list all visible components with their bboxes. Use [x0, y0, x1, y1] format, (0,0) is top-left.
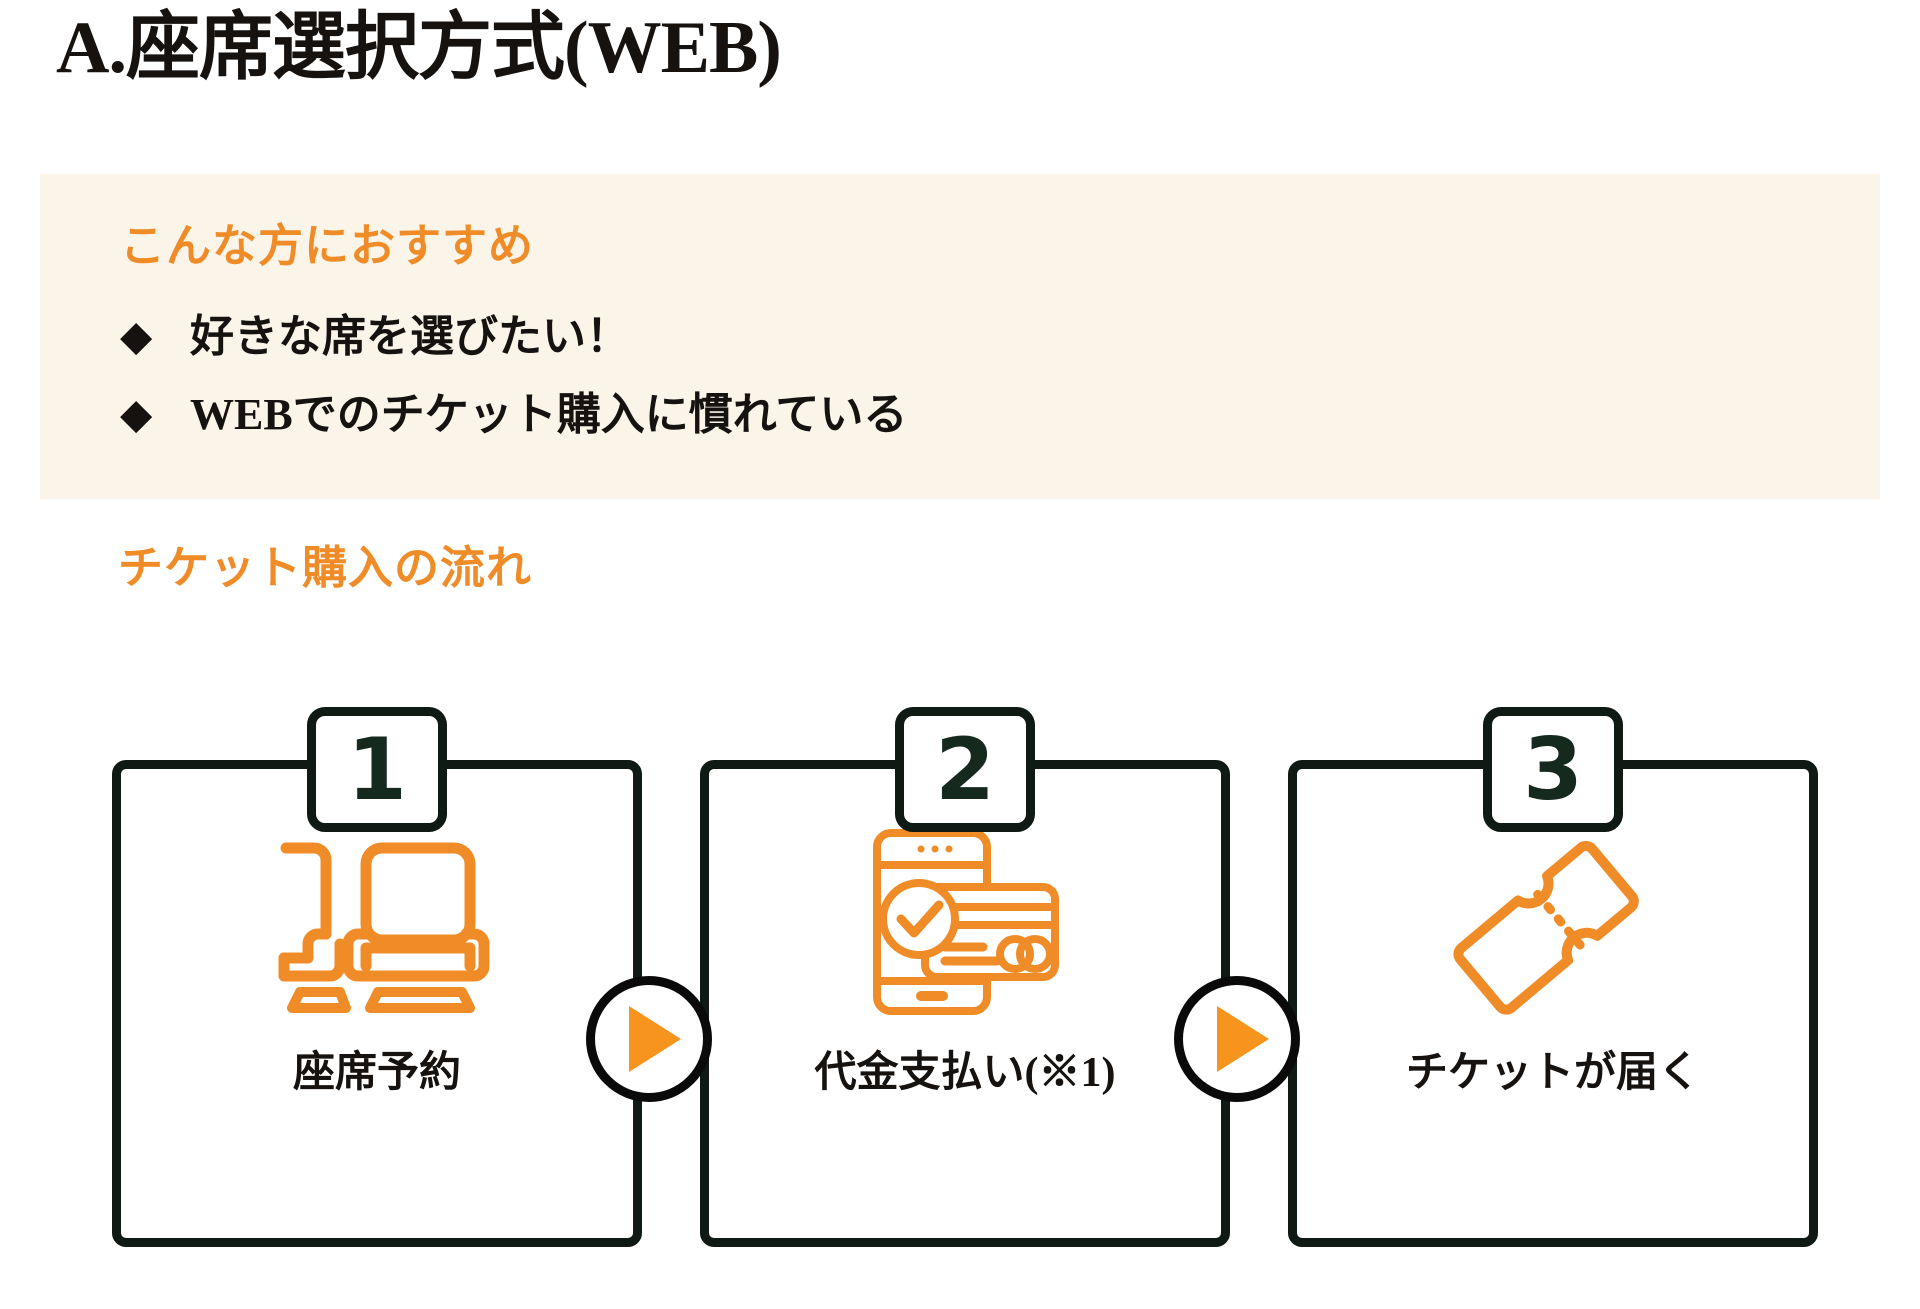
step-number-badge-2: 2 [895, 707, 1035, 832]
recommend-heading: こんな方におすすめ [120, 219, 535, 272]
list-item: ◆ WEBでのチケット購入に慣れている [120, 376, 1820, 454]
diamond-bullet-icon: ◆ [120, 314, 153, 360]
flow-heading: チケット購入の流れ [118, 541, 533, 594]
play-arrow-icon [1174, 976, 1300, 1102]
seats-icon [121, 807, 633, 1037]
ticket-icon [1297, 807, 1809, 1037]
flow-step-3: 3 チケットが届く [1288, 707, 1818, 1247]
diamond-bullet-icon: ◆ [120, 392, 153, 438]
flow-step-label-3: チケットが届く [1405, 1050, 1700, 1096]
flow-step-label-1: 座席予約 [292, 1050, 461, 1096]
play-arrow-icon [586, 976, 712, 1102]
recommend-item-label: 好きな席を選びたい！ [190, 312, 630, 361]
flow-step-1: 1 座席予約 [112, 707, 642, 1247]
list-item: ◆ 好きな席を選びたい！ [120, 298, 1820, 376]
page-title: A.座席選択方式(WEB) [56, 7, 782, 89]
play-arrow-triangle [629, 1006, 681, 1072]
play-arrow-triangle [1217, 1006, 1269, 1072]
phone-card-check-icon [709, 807, 1221, 1037]
recommend-list: ◆ 好きな席を選びたい！ ◆ WEBでのチケット購入に慣れている [120, 298, 1820, 454]
flow-step-label-2: 代金支払い(※1) [814, 1050, 1116, 1096]
step-number-badge-1: 1 [307, 707, 447, 832]
recommend-item-label: WEBでのチケット購入に慣れている [190, 390, 908, 439]
flow-diagram: 1 座席予約 [0, 680, 1920, 1280]
recommend-box: こんな方におすすめ ◆ 好きな席を選びたい！ ◆ WEBでのチケット購入に慣れて… [40, 174, 1880, 499]
step-number-badge-3: 3 [1483, 707, 1623, 832]
flow-step-2: 2 [700, 707, 1230, 1247]
